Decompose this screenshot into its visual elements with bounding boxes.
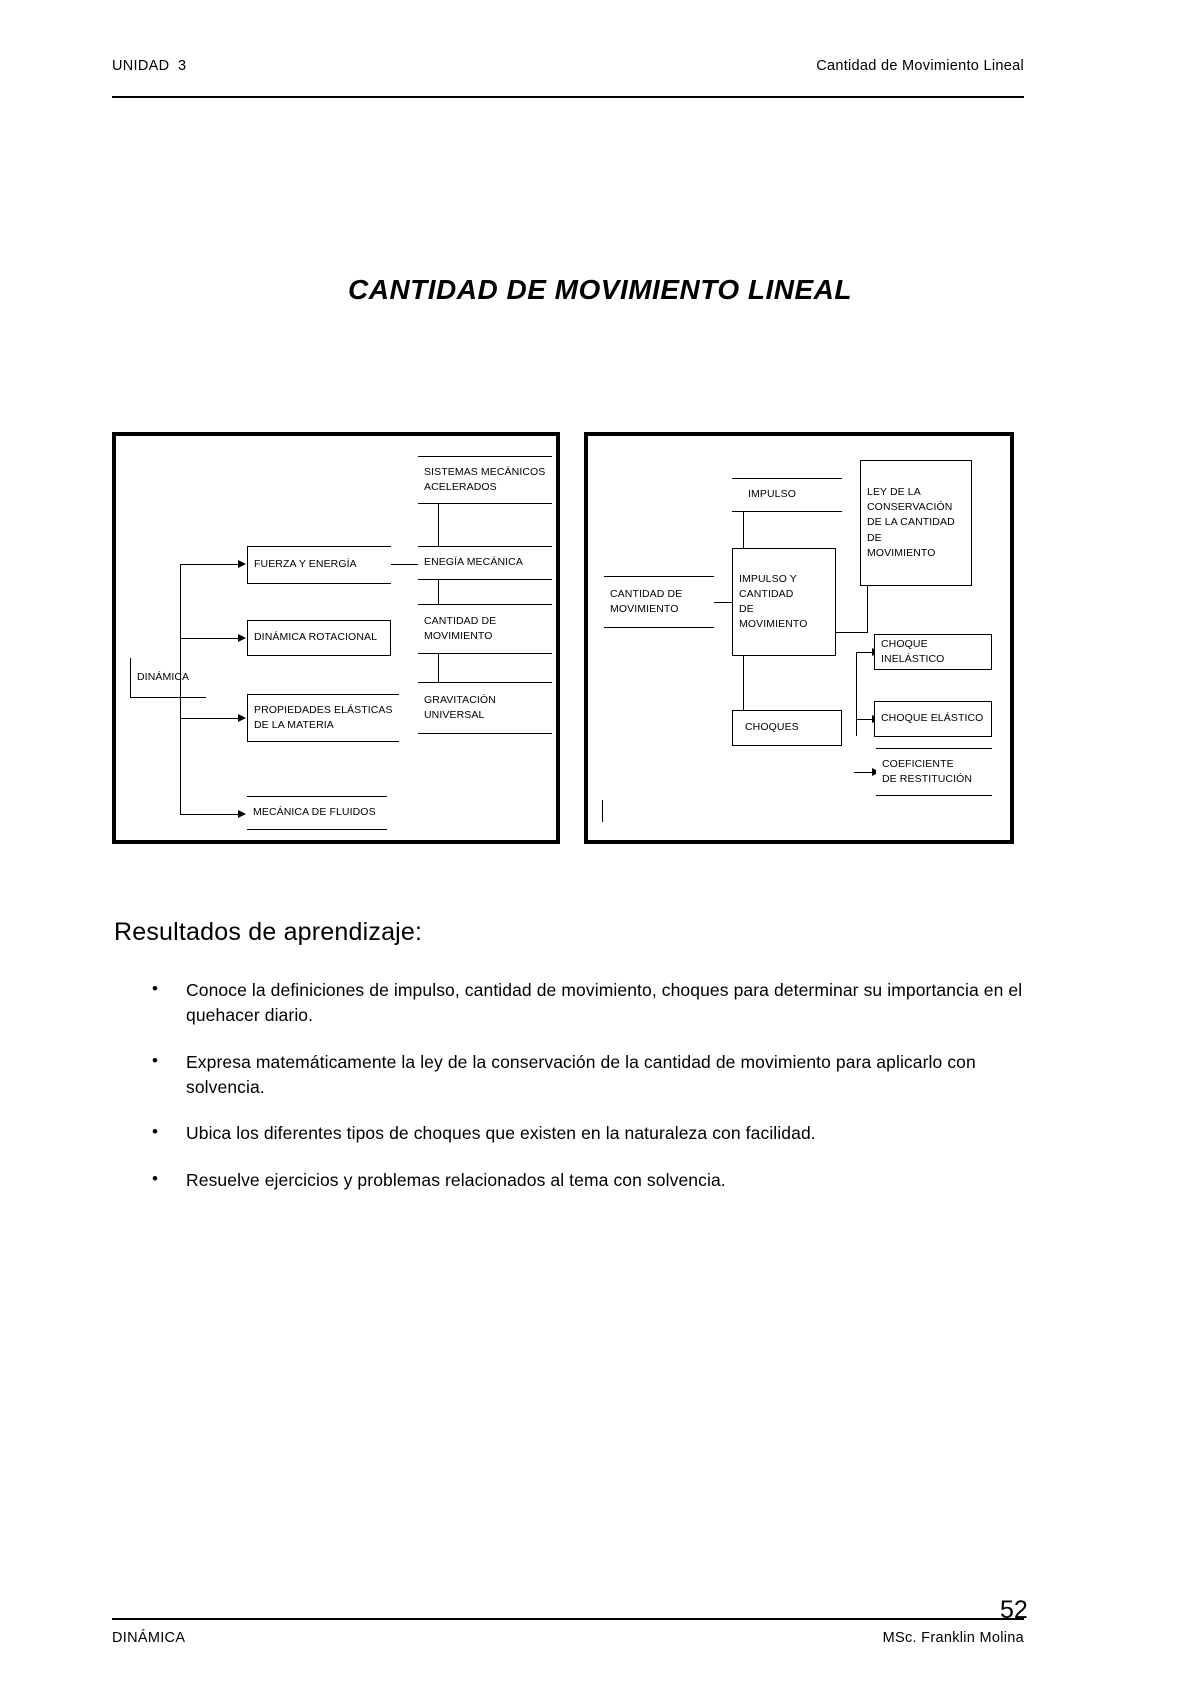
arrow-to-rotacional [238,633,246,642]
connector-fuerza-out [391,564,439,565]
connector-to-rotacional [180,638,240,639]
page-footer: DINÁMICA MSc. Franklin Molina [112,1630,1024,1646]
node-dinamica-rotacional: DINÁMICA ROTACIONAL [247,620,391,656]
footer-divider [112,1618,1024,1620]
node-impulso-y-cantidad-de-movimiento: IMPULSO Y CANTIDAD DE MOVIMIENTO [732,548,836,656]
connector-to-coeficiente [854,772,874,773]
concept-map-dinamica: DINÁMICA FUERZA Y ENERGÍA DINÁMICA ROTAC… [112,432,560,844]
node-sistemas-mecanicos-acelerados: SISTEMAS MECÁNICOS ACELERADOS [418,456,552,504]
bullet-icon: • [152,1122,159,1142]
header-unit-label: UNIDAD 3 [112,58,187,74]
connector-impulso-cantidad-out [836,632,868,633]
footer-author-label: MSc. Franklin Molina [882,1630,1024,1646]
concept-map-cantidad-movimiento: CANTIDAD DE MOVIMIENTO IMPULSO IMPULSO Y… [584,432,1014,844]
connector-frame-tick [602,800,603,822]
list-item-text: Ubica los diferentes tipos de choques qu… [186,1123,816,1144]
node-cantidad-de-movimiento: CANTIDAD DE MOVIMIENTO [418,604,552,654]
node-mecanica-de-fluidos: MECÁNICA DE FLUIDOS [247,796,387,830]
bullet-icon: • [152,979,159,998]
connector-root-out [714,602,744,603]
node-choque-inelastico: CHOQUE INELÁSTICO [874,634,992,670]
node-root-cantidad-movimiento: CANTIDAD DE MOVIMIENTO [604,576,714,628]
header-topic-label: Cantidad de Movimiento Lineal [816,58,1024,74]
node-fuerza-y-energia: FUERZA Y ENERGÍA [247,546,391,584]
connector-choques-spine [856,652,857,736]
node-gravitacion-universal: GRAVITACIÓN UNIVERSAL [418,682,552,734]
arrow-to-fluidos [238,809,246,818]
page-title: CANTIDAD DE MOVIMIENTO LINEAL [348,274,852,305]
list-item: • Resuelve ejercicios y problemas relaci… [148,1168,1024,1193]
page-number: 52 [1000,1596,1028,1624]
list-item-text: Resuelve ejercicios y problemas relacion… [186,1170,726,1191]
list-item: • Expresa matemáticamente la ley de la c… [148,1050,1024,1100]
bullet-icon: • [152,1050,159,1070]
node-propiedades-elasticas: PROPIEDADES ELÁSTICAS DE LA MATERIA [247,694,399,742]
arrow-to-fuerza [238,559,246,568]
node-choques: CHOQUES [732,710,842,746]
list-item-text: Conoce la definiciones de impulso, canti… [186,980,1023,1025]
outcomes-list: • Conoce la definiciones de impulso, can… [148,978,1024,1215]
node-dinamica: DINÁMICA [130,658,206,698]
connector-leaf-spine [438,488,439,710]
node-choque-elastico: CHOQUE ELÁSTICO [874,701,992,737]
node-coeficiente-de-restitucion: COEFICIENTE DE RESTITUCIÓN [876,748,992,796]
arrow-to-propiedades [238,713,246,722]
bullet-icon: • [152,1169,159,1189]
connector-to-choque-inelastico [856,652,874,653]
outcomes-heading: Resultados de aprendizaje: [114,918,423,946]
node-ley-conservacion-cantidad-movimiento: LEY DE LA CONSERVACIÓN DE LA CANTIDAD DE… [860,460,972,586]
page-header: UNIDAD 3 Cantidad de Movimiento Lineal [112,58,1024,74]
connector-spine-left [180,564,181,814]
connector-to-propiedades [180,718,240,719]
node-impulso: IMPULSO [732,478,842,512]
list-item: • Conoce la definiciones de impulso, can… [148,978,1024,1028]
header-divider [112,96,1024,98]
list-item-text: Expresa matemáticamente la ley de la con… [186,1051,976,1097]
list-item: • Ubica los diferentes tipos de choques … [148,1121,1024,1146]
footer-course-label: DINÁMICA [112,1630,186,1646]
connector-to-fuerza [180,564,240,565]
node-enegia-mecanica: ENEGÍA MECÁNICA [418,546,552,580]
connector-to-choque-elastico [856,719,874,720]
connector-to-fluidos [180,814,240,815]
